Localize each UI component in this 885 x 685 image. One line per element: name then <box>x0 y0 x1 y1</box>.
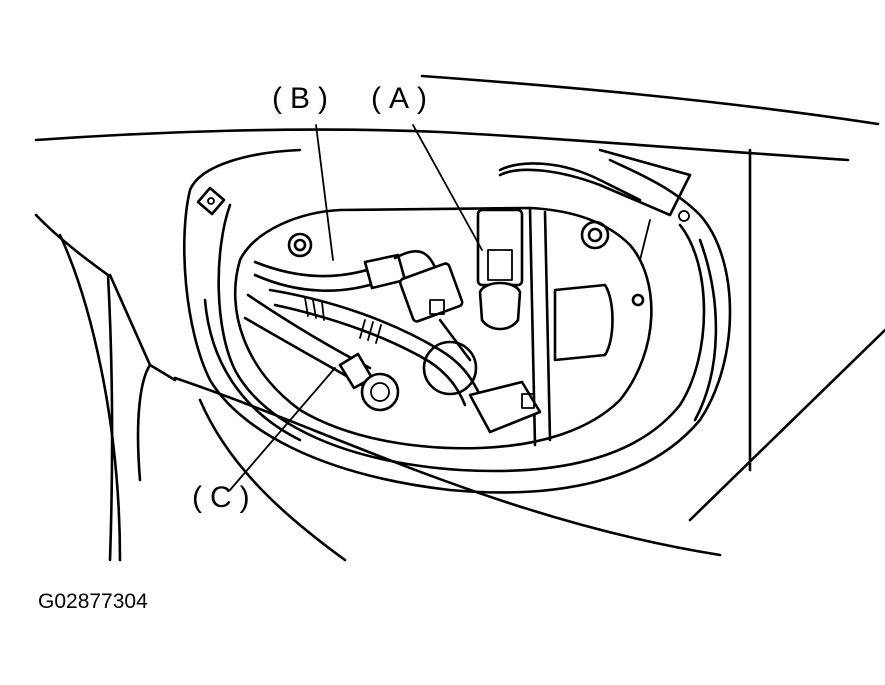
fuel-hose-c <box>243 288 542 434</box>
callout-label-a: (A) <box>371 82 435 115</box>
body-panel <box>34 74 885 562</box>
access-hole-recess <box>182 148 732 494</box>
callout-label-c: (C) <box>192 481 258 514</box>
leader-lines <box>229 124 483 491</box>
connector-a <box>476 208 524 331</box>
figure-id: G02877304 <box>38 590 148 613</box>
callout-label-b: (B) <box>272 82 336 115</box>
wire-harness-b <box>253 249 472 362</box>
